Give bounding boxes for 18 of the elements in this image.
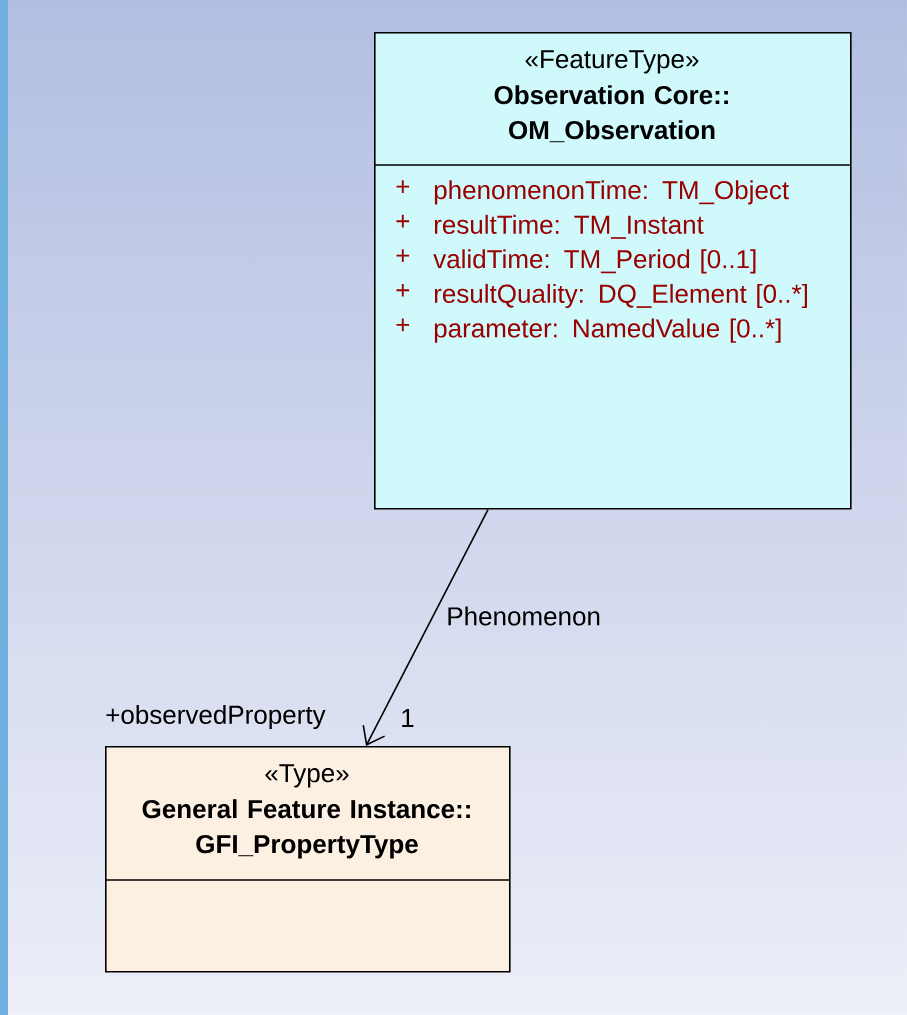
edge-label: Phenomenon: [448, 606, 600, 626]
visibility-mark: +: [396, 214, 410, 228]
visibility-mark: +: [396, 283, 410, 297]
attribute-text: resultQuality: DQ_Element [0..*]: [434, 283, 807, 309]
class-name: Observation Core:: OM_Observation: [494, 85, 728, 143]
attribute-text: parameter: NamedValue [0..*]: [434, 318, 781, 343]
association-arrow: [362, 508, 489, 746]
stereotype-label: «FeatureType»: [525, 50, 699, 74]
attribute-text: phenomenonTime: TM_Object: [434, 180, 789, 205]
class-name: General Feature Instance:: GFI_PropertyType: [142, 799, 470, 859]
multiplicity-label: 1: [402, 709, 414, 727]
visibility-mark: +: [396, 249, 410, 262]
visibility-mark: +: [396, 180, 410, 193]
role-name: +observedProperty: [106, 704, 326, 730]
attribute-text: validTime: TM_Period [0..1]: [433, 249, 756, 274]
visibility-mark: +: [396, 318, 410, 332]
stereotype-label: «Type»: [265, 764, 349, 788]
attribute-text: resultTime: TM_Instant: [434, 214, 704, 239]
